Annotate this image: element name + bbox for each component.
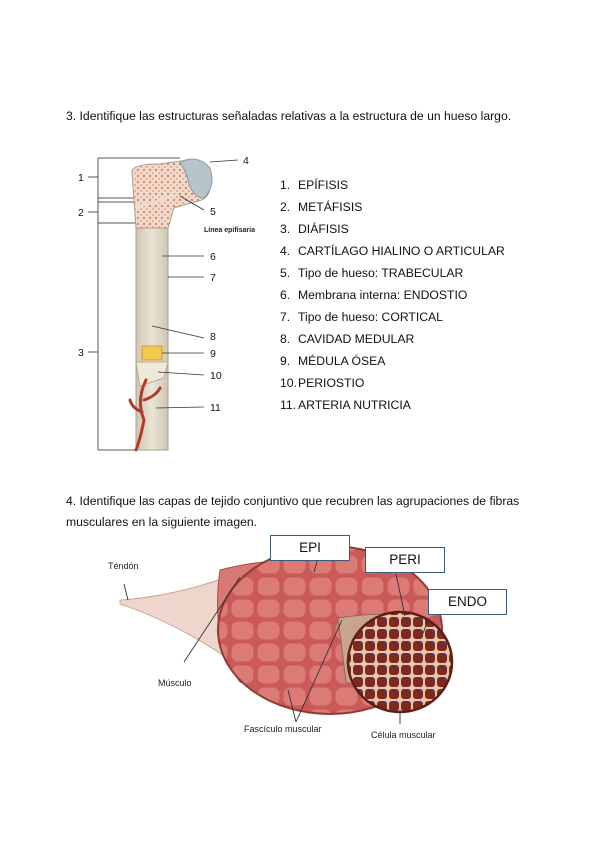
endo-tag: ENDO <box>428 589 507 615</box>
list-item: 6.Membrana interna: ENDOSTIO <box>280 288 468 302</box>
bone-label-4: 4 <box>243 155 249 167</box>
muscle-label: Músculo <box>158 678 192 688</box>
muscle-cell-label: Célula muscular <box>371 730 436 740</box>
epi-tag: EPI <box>270 535 350 561</box>
question-3-text: 3. Identifique las estructuras señaladas… <box>66 109 512 123</box>
bone-label-6: 6 <box>210 251 216 263</box>
bone-label-2: 2 <box>78 207 84 219</box>
answer-list: 1.EPÍFISIS 2.METÁFISIS 3.DIÁFISIS 4.CART… <box>280 174 505 416</box>
list-item: 8.CAVIDAD MEDULAR <box>280 332 415 346</box>
list-item: 1.EPÍFISIS <box>280 178 349 192</box>
muscle-diagram <box>100 532 520 747</box>
bone-label-3: 3 <box>78 347 84 359</box>
list-item: 2.METÁFISIS <box>280 200 363 214</box>
list-item: 4.CARTÍLAGO HIALINO O ARTICULAR <box>280 244 505 258</box>
list-item: 5.Tipo de hueso: TRABECULAR <box>280 266 464 280</box>
list-item: 9.MÉDULA ÓSEA <box>280 354 386 368</box>
list-item: 10.PERIOSTIO <box>280 376 365 390</box>
question-4-text: 4. Identifique las capas de tejido conju… <box>66 494 520 529</box>
bracket-lines <box>88 157 180 451</box>
list-item: 3.DIÁFISIS <box>280 222 349 236</box>
bone-label-10: 10 <box>210 370 222 382</box>
epiphyseal-line-label: Línea epifisaria <box>204 227 255 234</box>
long-bone-diagram: 1 2 3 4 5 6 7 8 9 10 11 Línea epifisaria <box>70 150 270 455</box>
list-item: 7.Tipo de hueso: CORTICAL <box>280 310 443 324</box>
bone-label-9: 9 <box>210 348 216 360</box>
peri-tag: PERI <box>365 547 445 573</box>
bone-label-1: 1 <box>78 172 84 184</box>
list-item: 11.ARTERIA NUTRICIA <box>280 398 411 412</box>
tendon-label: Téndón <box>108 561 139 571</box>
bone-label-7: 7 <box>210 272 216 284</box>
bone-label-11: 11 <box>210 402 221 414</box>
fascicle-label: Fascículo muscular <box>244 724 322 734</box>
bone-label-5: 5 <box>210 206 216 218</box>
bone-label-8: 8 <box>210 331 216 343</box>
